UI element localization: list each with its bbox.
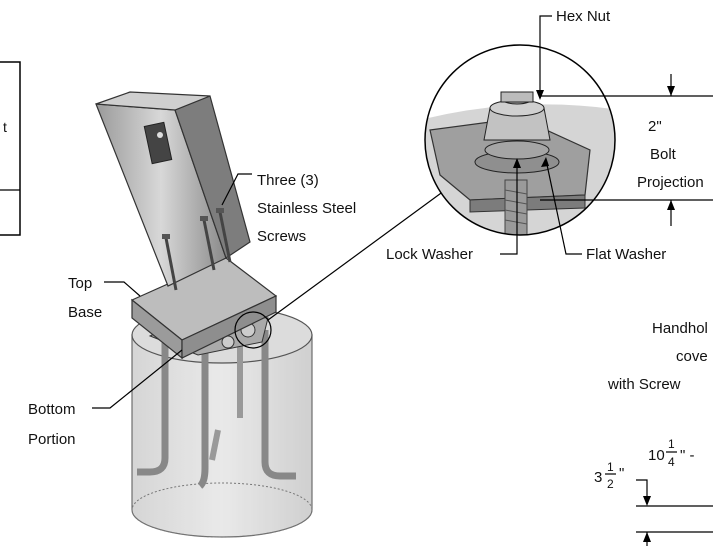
tilted-pole — [95, 91, 251, 287]
screws-leader — [221, 173, 252, 206]
dim-b-denominator: 2 — [607, 477, 614, 491]
bolt-projection-dimension — [540, 74, 713, 226]
bottom-portion-label-1: Bottom — [28, 401, 76, 418]
lock-washer-label: Lock Washer — [386, 246, 473, 263]
bolt-projection-value: 2" — [648, 118, 662, 135]
left-box-text: t — [3, 119, 7, 135]
zoom-connector — [267, 187, 449, 321]
dim-a-suffix: " - — [680, 447, 695, 464]
top-base-leader — [104, 281, 141, 297]
dim-b-suffix: " — [619, 465, 624, 482]
dim-b-numerator: 1 — [607, 460, 614, 474]
hex-nut-label: Hex Nut — [556, 8, 611, 25]
bolt-projection-label-2: Projection — [637, 174, 704, 191]
hex-nut-leader — [539, 15, 552, 98]
dim-a-numerator: 1 — [668, 437, 675, 451]
top-base-label-2: Base — [68, 304, 102, 321]
dim-a-denominator: 4 — [668, 455, 675, 469]
handhole-label-1: Handhol — [652, 320, 708, 337]
bottom-portion-label-2: Portion — [28, 431, 76, 448]
top-base-label-1: Top — [68, 275, 92, 292]
flat-washer-leader — [545, 159, 582, 255]
bottom-portion-leader — [92, 349, 183, 409]
detail-callout-circle — [234, 311, 272, 349]
handhole-label-3: with Screw — [607, 376, 681, 393]
dim-a-whole: 10 — [648, 447, 665, 464]
dimension-10-1-4: 10 1 4 " - — [648, 437, 695, 469]
handhole-label-2: cove — [676, 348, 708, 365]
stainless-steel-screws — [162, 208, 232, 291]
lock-washer-leader — [500, 160, 518, 255]
screws-label-1: Three (3) — [257, 172, 319, 189]
screws-label-2: Stainless Steel — [257, 200, 356, 217]
screws-label-3: Screws — [257, 228, 306, 245]
left-table-box: t — [0, 61, 21, 236]
zoomed-bolt-detail — [424, 44, 616, 236]
flat-washer-label: Flat Washer — [586, 246, 666, 263]
dim-b-whole: 3 — [594, 469, 602, 486]
bolt-projection-label-1: Bolt — [650, 146, 677, 163]
dimension-3-1-2: 3 1 2 " — [594, 460, 713, 546]
